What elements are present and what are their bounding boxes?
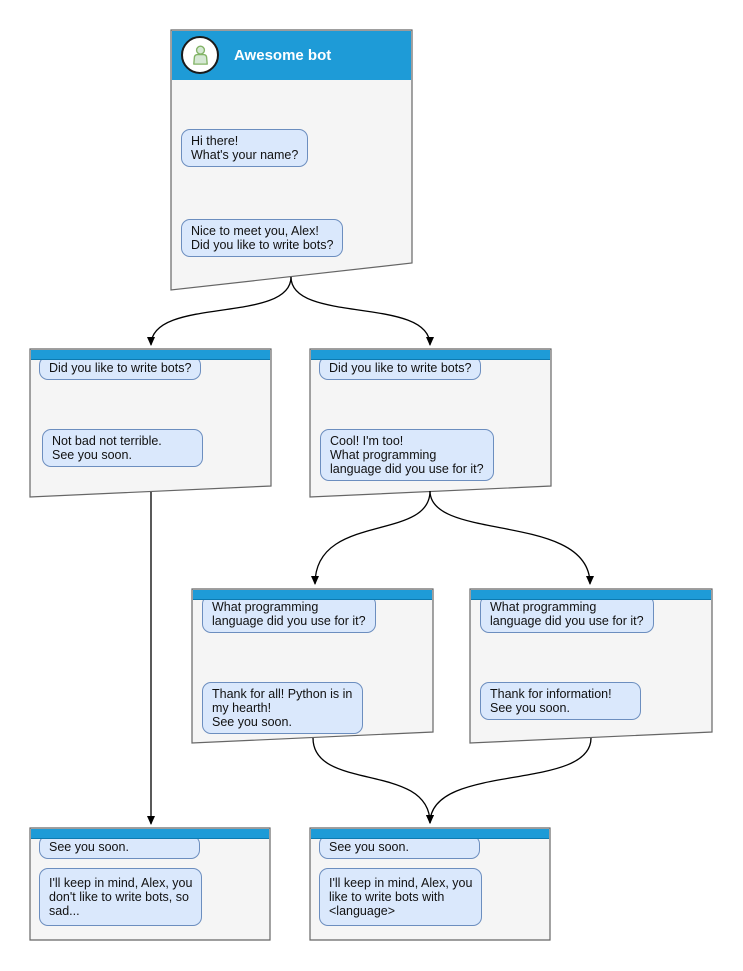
connector-yes-to-python bbox=[311, 490, 431, 585]
branch-python-reply: Thank for all! Python is in my hearth! S… bbox=[202, 682, 363, 734]
end-yes-reply: I'll keep in mind, Alex, you like to wri… bbox=[319, 868, 483, 926]
branch-python-context: What programming language did you use fo… bbox=[202, 595, 376, 633]
person-icon bbox=[192, 45, 208, 65]
connector-go-to-end-yes bbox=[426, 737, 592, 824]
branch-go-reply: Thank for information! See you soon. bbox=[480, 682, 641, 720]
bot-message-greeting: Hi there! What's your name? bbox=[181, 129, 309, 167]
end-no-reply: I'll keep in mind, Alex, you don't like … bbox=[39, 868, 203, 926]
branch-yes-reply: Cool! I'm too! What programming language… bbox=[320, 429, 494, 481]
connector-yes-to-go bbox=[429, 490, 594, 585]
end-no-titlebar bbox=[31, 829, 269, 839]
connector-python-to-end-yes bbox=[312, 737, 434, 824]
branch-go-titlebar bbox=[471, 590, 711, 600]
connector-main-to-yes bbox=[290, 276, 434, 346]
end-yes-titlebar bbox=[311, 829, 549, 839]
bot-avatar bbox=[181, 36, 219, 74]
branch-yes-titlebar bbox=[311, 350, 550, 360]
connector-main-to-no bbox=[147, 276, 292, 346]
branch-yes-context: Did you like to write bots? bbox=[319, 356, 482, 380]
branch-no-titlebar bbox=[31, 350, 270, 360]
end-yes-context: See you soon. bbox=[319, 835, 480, 859]
branch-python-titlebar bbox=[193, 590, 432, 600]
branch-go-context: What programming language did you use fo… bbox=[480, 595, 654, 633]
bot-message-ask-bots: Nice to meet you, Alex! Did you like to … bbox=[181, 219, 344, 257]
main-window-title: Awesome bot bbox=[234, 47, 332, 64]
end-no-context: See you soon. bbox=[39, 835, 200, 859]
branch-no-reply: Not bad not terrible. See you soon. bbox=[42, 429, 203, 467]
